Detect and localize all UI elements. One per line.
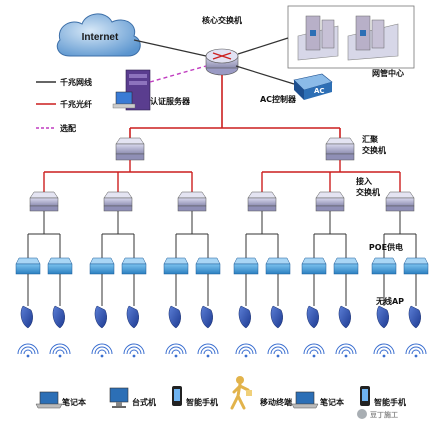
poe-switch [195,257,221,275]
terminal-label: 智能手机 [186,397,218,407]
ap-row [20,305,421,329]
legend: 千兆网线 千兆光纤 选配 [36,77,92,133]
poe-switch [333,257,359,275]
access-switch [385,191,415,212]
wireless-ap-icon [168,305,181,329]
poe-switch [15,257,41,275]
wireless-ap-icon [376,305,389,329]
wifi-signal-icon [91,343,113,358]
auth-server [112,69,151,111]
wifi-signal-icon [49,343,71,358]
poe-switch [47,257,73,275]
poe-switch [265,257,291,275]
watermark: 豆丁施工 [357,409,398,419]
access-switch-row [29,191,415,212]
aggregation-switch [325,137,355,161]
legend-label: 千兆网线 [60,77,92,87]
poe-switch [403,257,429,275]
copper-links [27,211,417,258]
poe-switch [89,257,115,275]
wifi-signal-icon [165,343,187,358]
terminal-label: 移动终端 [260,397,292,407]
core-switch [205,48,239,76]
wifi-signal-icon [235,343,257,358]
wifi-signal-icon [197,343,219,358]
wireless-ap-icon [20,305,33,329]
access-switch [103,191,133,212]
wifi-signal-icon [17,343,39,358]
walking-person-icon [230,376,252,410]
wireless-ap-icon [52,305,65,329]
wifi-signal-icon [373,343,395,358]
wireless-ap-icon [200,305,213,329]
smartphone-icon [172,386,182,406]
access-switch [29,191,59,212]
ac-controller-label: AC控制器 [260,94,297,104]
access-switch-label-line: 接入 [356,176,372,186]
poe-label: POE供电 [369,242,403,252]
poe-switch-row [15,257,429,306]
legend-label: 选配 [60,123,76,133]
watermark-text: 豆丁施工 [370,410,398,419]
nms-center [287,5,415,69]
agg-switch-label: 汇聚 交换机 [362,134,386,155]
wireless-ap-label: 无线AP [375,296,404,306]
laptop-icon [35,391,63,409]
ac-box-label: AC [314,87,325,95]
terminal-label: 智能手机 [374,397,406,407]
wireless-ap-icon [338,305,351,329]
internet-label: Internet [82,32,119,43]
poe-switch [371,257,397,275]
terminal-label: 笔记本 [62,397,86,407]
terminal-row: 笔记本 台式机 智能手机 移动终端 笔记本 [35,376,406,410]
wireless-ap-icon [238,305,251,329]
smartphone-icon [360,386,370,406]
poe-switch [121,257,147,275]
aggregation-switch [115,137,145,161]
wifi-signal-icon [405,343,427,358]
access-switch [177,191,207,212]
access-switch [247,191,277,212]
wireless-ap-icon [306,305,319,329]
fiber-core-agg [129,75,341,138]
internet-cloud: Internet [56,13,141,57]
wireless-ap-icon [126,305,139,329]
wifi-signal-icon [335,343,357,358]
agg-switch-label-line: 交换机 [362,145,386,155]
terminal-label: 笔记本 [320,397,344,407]
laptop-icon [291,391,319,409]
wireless-ap-icon [408,305,421,329]
wireless-ap-icon [270,305,283,329]
legend-label: 千兆光纤 [60,99,92,109]
auth-server-label: 认证服务器 [150,96,191,106]
poe-switch [301,257,327,275]
wifi-signal-icon [267,343,289,358]
core-switch-label: 核心交换机 [202,15,242,25]
poe-switch [163,257,189,275]
wireless-ap-icon [94,305,107,329]
access-switch-label: 接入 交换机 [356,176,380,197]
agg-switch-label-line: 汇聚 [362,134,379,144]
nms-center-label: 网管中心 [372,68,404,78]
desktop-icon [109,387,129,408]
terminal-label: 台式机 [132,397,156,407]
access-switch-label-line: 交换机 [356,187,380,197]
wifi-signal-icon [123,343,145,358]
fiber-agg-access [43,160,401,192]
poe-switch [233,257,259,275]
core-links [133,37,295,85]
access-switch [315,191,345,212]
ac-controller: AC [293,73,333,100]
wifi-signal-row [17,343,427,358]
wifi-signal-icon [303,343,325,358]
